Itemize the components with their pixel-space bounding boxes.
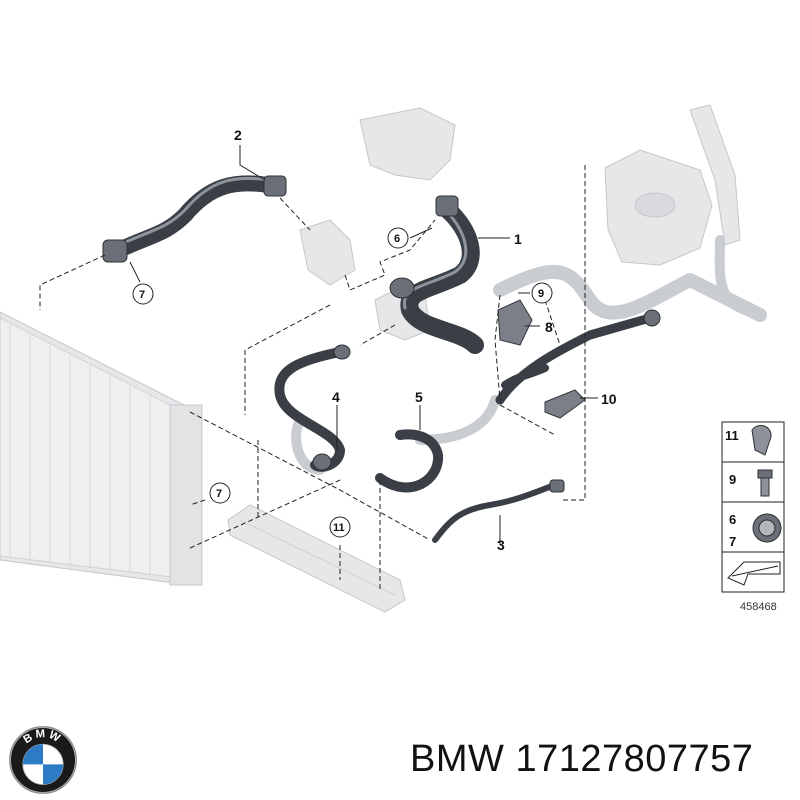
circled-callout-9: 9 bbox=[531, 282, 553, 304]
callout-10: 10 bbox=[601, 391, 617, 407]
circled-callout-7-left: 7 bbox=[209, 482, 231, 504]
legend-label-9: 9 bbox=[729, 472, 736, 487]
callout-5: 5 bbox=[415, 389, 423, 405]
callout-8: 8 bbox=[545, 319, 553, 335]
callout-3: 3 bbox=[497, 537, 505, 553]
legend-label-6: 6 bbox=[729, 512, 736, 527]
lower-radiator-shroud bbox=[227, 504, 406, 613]
assembly-lines bbox=[39, 165, 586, 590]
hose-clamp-icon bbox=[752, 513, 782, 543]
part-number: 17127807757 bbox=[515, 738, 754, 780]
callout-4: 4 bbox=[332, 389, 340, 405]
parts-legend: 11 9 6 7 bbox=[721, 421, 785, 593]
hose-5 bbox=[375, 309, 661, 493]
bracket-10 bbox=[544, 389, 586, 419]
svg-text:7: 7 bbox=[139, 289, 145, 301]
legend-label-7: 7 bbox=[729, 534, 736, 549]
leader-lines bbox=[129, 145, 598, 545]
expansion-tank bbox=[604, 104, 741, 266]
callout-2: 2 bbox=[234, 127, 242, 143]
clamp-clip-icon bbox=[751, 425, 772, 456]
bolt-icon bbox=[757, 469, 773, 497]
valve-part bbox=[299, 219, 356, 286]
svg-text:6: 6 bbox=[394, 233, 400, 245]
diagram-code: 458468 bbox=[740, 601, 777, 613]
hose-4 bbox=[274, 344, 351, 472]
brand-part-label: BMW 17127807757 bbox=[410, 738, 795, 781]
circled-callout-6: 6 bbox=[387, 227, 409, 249]
bmw-roundel-logo: BMW bbox=[9, 726, 77, 794]
svg-text:BMW: BMW bbox=[22, 728, 65, 746]
circled-callout-7-top: 7 bbox=[132, 283, 154, 305]
direction-arrow-icon bbox=[727, 561, 781, 586]
svg-text:9: 9 bbox=[538, 288, 544, 300]
bracket-8 bbox=[497, 299, 533, 346]
brand-name: BMW bbox=[410, 738, 505, 780]
bmw-logo-lettering: BMW bbox=[22, 728, 62, 746]
svg-text:11: 11 bbox=[333, 522, 345, 534]
hose-2 bbox=[102, 175, 287, 263]
hose-3 bbox=[432, 479, 565, 543]
radiator bbox=[0, 311, 203, 586]
hose-1 bbox=[389, 195, 484, 354]
legend-label-11: 11 bbox=[725, 428, 739, 443]
callout-1: 1 bbox=[514, 231, 522, 247]
svg-text:7: 7 bbox=[216, 488, 222, 500]
light-hoses bbox=[291, 235, 767, 475]
circled-callout-11: 11 bbox=[329, 516, 351, 538]
